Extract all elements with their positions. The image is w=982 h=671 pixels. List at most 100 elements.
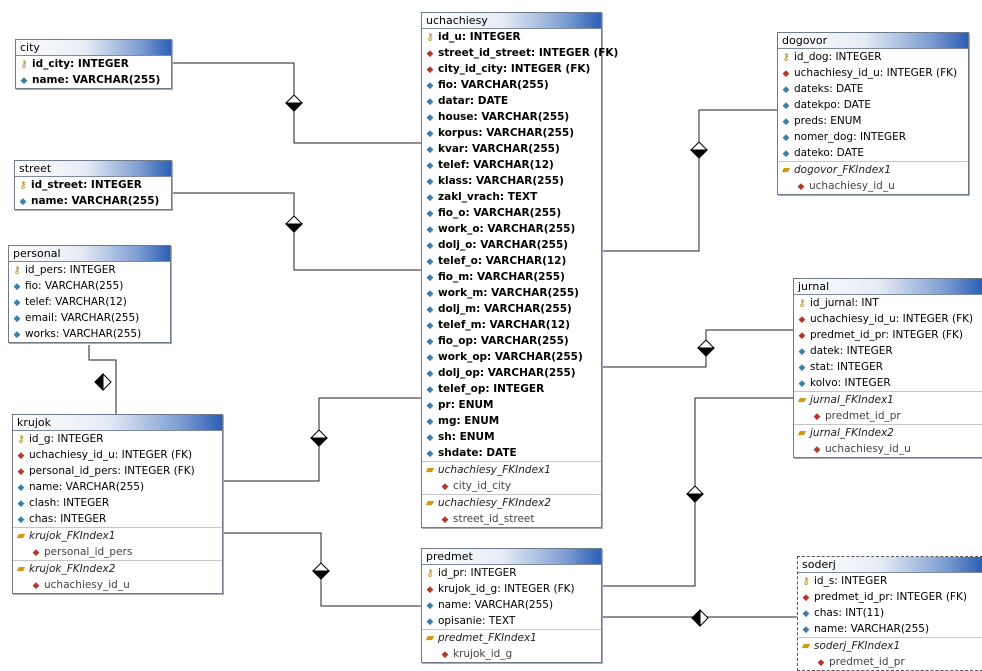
table-title[interactable]: street: [15, 161, 171, 177]
table-soderj[interactable]: soderj⚷id_s: INTEGER◆predmet_id_pr: INTE…: [797, 556, 982, 671]
column-row[interactable]: ◆stat: INTEGER: [794, 359, 982, 375]
column-row[interactable]: ◆work_op: VARCHAR(255): [422, 349, 601, 365]
column-row[interactable]: ⚷id_g: INTEGER: [13, 431, 222, 447]
column-row[interactable]: ◆street_id_street: INTEGER (FK): [422, 45, 619, 61]
index-name: krujok_FKIndex2: [29, 563, 116, 575]
table-dogovor[interactable]: dogovor⚷id_dog: INTEGER◆uchachiesy_id_u:…: [777, 32, 969, 195]
column-row[interactable]: ◆preds: ENUM: [778, 113, 968, 129]
column-label: id_pers: INTEGER: [25, 264, 116, 276]
column-row[interactable]: ◆dateks: DATE: [778, 81, 968, 97]
column-row[interactable]: ◆dolj_o: VARCHAR(255): [422, 237, 601, 253]
column-row[interactable]: ◆name: VARCHAR(255): [798, 621, 982, 637]
column-row[interactable]: ⚷id_city: INTEGER: [16, 56, 171, 72]
column-row[interactable]: ◆uchachiesy_id_u: INTEGER (FK): [13, 447, 222, 463]
index-row[interactable]: ▰soderj_FKIndex1: [798, 637, 982, 654]
table-title[interactable]: krujok: [13, 415, 222, 431]
column-row[interactable]: ◆telef: VARCHAR(12): [422, 157, 601, 173]
column-row[interactable]: ◆kolvo: INTEGER: [794, 375, 982, 391]
index-row[interactable]: ▰uchachiesy_FKIndex1: [422, 461, 601, 478]
table-title[interactable]: uchachiesy: [422, 13, 601, 29]
column-row[interactable]: ◆city_id_city: INTEGER (FK): [422, 61, 601, 77]
column-row[interactable]: ⚷id_pr: INTEGER: [422, 565, 601, 581]
index-column-label: predmet_id_pr: [829, 656, 905, 668]
table-city[interactable]: city⚷id_city: INTEGER◆name: VARCHAR(255): [15, 39, 172, 89]
column-row[interactable]: ◆work_m: VARCHAR(255): [422, 285, 601, 301]
column-row[interactable]: ⚷id_u: INTEGER: [422, 29, 601, 45]
column-row[interactable]: ⚷id_dog: INTEGER: [778, 49, 968, 65]
table-predmet[interactable]: predmet⚷id_pr: INTEGER◆krujok_id_g: INTE…: [421, 548, 602, 663]
table-title[interactable]: personal: [9, 246, 170, 262]
table-title[interactable]: city: [16, 40, 171, 56]
column-row[interactable]: ◆uchachiesy_id_u: INTEGER (FK): [794, 311, 982, 327]
index-row[interactable]: ▰predmet_FKIndex1: [422, 629, 601, 646]
table-krujok[interactable]: krujok⚷id_g: INTEGER◆uchachiesy_id_u: IN…: [12, 414, 223, 594]
column-row[interactable]: ⚷id_jurnal: INT: [794, 295, 982, 311]
column-row[interactable]: ⚷id_pers: INTEGER: [9, 262, 170, 278]
column-row[interactable]: ◆fio: VARCHAR(255): [9, 278, 170, 294]
index-row[interactable]: ▰uchachiesy_FKIndex2: [422, 494, 601, 511]
column-row[interactable]: ◆telef_o: VARCHAR(12): [422, 253, 601, 269]
column-row[interactable]: ◆dateko: DATE: [778, 145, 968, 161]
column-row[interactable]: ◆fio: VARCHAR(255): [422, 77, 601, 93]
column-row[interactable]: ◆fio_m: VARCHAR(255): [422, 269, 601, 285]
table-title[interactable]: dogovor: [778, 33, 968, 49]
column-row[interactable]: ◆datekpo: DATE: [778, 97, 968, 113]
table-personal[interactable]: personal⚷id_pers: INTEGER◆fio: VARCHAR(2…: [8, 245, 171, 343]
column-row[interactable]: ◆mg: ENUM: [422, 413, 601, 429]
column-row[interactable]: ⚷id_street: INTEGER: [15, 177, 171, 193]
column-row[interactable]: ◆name: VARCHAR(255): [13, 479, 222, 495]
column-row[interactable]: ◆email: VARCHAR(255): [9, 310, 170, 326]
column-row[interactable]: ◆personal_id_pers: INTEGER (FK): [13, 463, 222, 479]
column-row[interactable]: ◆dolj_op: VARCHAR(255): [422, 365, 601, 381]
column-row[interactable]: ◆krujok_id_g: INTEGER (FK): [422, 581, 601, 597]
column-row[interactable]: ◆korpus: VARCHAR(255): [422, 125, 601, 141]
column-row[interactable]: ◆telef_op: INTEGER: [422, 381, 601, 397]
column-row[interactable]: ◆work_o: VARCHAR(255): [422, 221, 601, 237]
column-row[interactable]: ◆telef_m: VARCHAR(12): [422, 317, 601, 333]
column-row[interactable]: ◆clash: INTEGER: [13, 495, 222, 511]
column-row[interactable]: ◆nomer_dog: INTEGER: [778, 129, 968, 145]
table-jurnal[interactable]: jurnal⚷id_jurnal: INT◆uchachiesy_id_u: I…: [793, 278, 982, 458]
column-row[interactable]: ◆name: VARCHAR(255): [15, 193, 171, 209]
column-row[interactable]: ◆opisanie: TEXT: [422, 613, 601, 629]
column-row[interactable]: ◆house: VARCHAR(255): [422, 109, 601, 125]
column-row[interactable]: ◆dolj_m: VARCHAR(255): [422, 301, 601, 317]
column-label: uchachiesy_id_u: INTEGER (FK): [29, 449, 193, 461]
column-row[interactable]: ◆predmet_id_pr: INTEGER (FK): [794, 327, 982, 343]
column-row[interactable]: ◆telef: VARCHAR(12): [9, 294, 170, 310]
column-row[interactable]: ◆pr: ENUM: [422, 397, 601, 413]
column-row[interactable]: ◆fio_o: VARCHAR(255): [422, 205, 601, 221]
index-row[interactable]: ▰jurnal_FKIndex2: [794, 424, 982, 441]
column-label: id_pr: INTEGER: [438, 567, 517, 579]
index-row[interactable]: ▰krujok_FKIndex1: [13, 527, 222, 544]
column-row[interactable]: ◆name: VARCHAR(255): [16, 72, 171, 88]
column-label: id_jurnal: INT: [810, 297, 879, 309]
index-row[interactable]: ▰dogovor_FKIndex1: [778, 161, 968, 178]
column-row[interactable]: ◆fio_op: VARCHAR(255): [422, 333, 601, 349]
column-row[interactable]: ◆shdate: DATE: [422, 445, 601, 461]
field-icon: ◆: [17, 483, 25, 493]
column-row[interactable]: ◆datar: DATE: [422, 93, 601, 109]
field-icon: ◆: [426, 129, 434, 139]
column-row[interactable]: ◆datek: INTEGER: [794, 343, 982, 359]
field-icon: ◆: [426, 417, 434, 427]
table-title[interactable]: predmet: [422, 549, 601, 565]
column-row[interactable]: ◆sh: ENUM: [422, 429, 601, 445]
index-row[interactable]: ▰jurnal_FKIndex1: [794, 391, 982, 408]
column-row[interactable]: ◆predmet_id_pr: INTEGER (FK): [798, 589, 982, 605]
table-title[interactable]: soderj: [798, 557, 982, 573]
table-title[interactable]: jurnal: [794, 279, 982, 295]
column-row[interactable]: ◆zakl_vrach: TEXT: [422, 189, 601, 205]
column-row[interactable]: ◆uchachiesy_id_u: INTEGER (FK): [778, 65, 968, 81]
column-row[interactable]: ◆works: VARCHAR(255): [9, 326, 170, 342]
index-row[interactable]: ▰krujok_FKIndex2: [13, 560, 222, 577]
column-row[interactable]: ◆kvar: VARCHAR(255): [422, 141, 601, 157]
table-uchachiesy[interactable]: uchachiesy⚷id_u: INTEGER◆street_id_stree…: [421, 12, 619, 528]
column-row[interactable]: ◆chas: INTEGER: [13, 511, 222, 527]
column-row[interactable]: ⚷id_s: INTEGER: [798, 573, 982, 589]
column-row[interactable]: ◆chas: INT(11): [798, 605, 982, 621]
table-street[interactable]: street⚷id_street: INTEGER◆name: VARCHAR(…: [14, 160, 172, 210]
column-row[interactable]: ◆name: VARCHAR(255): [422, 597, 601, 613]
column-row[interactable]: ◆klass: VARCHAR(255): [422, 173, 601, 189]
index-column-label: krujok_id_g: [453, 648, 513, 660]
